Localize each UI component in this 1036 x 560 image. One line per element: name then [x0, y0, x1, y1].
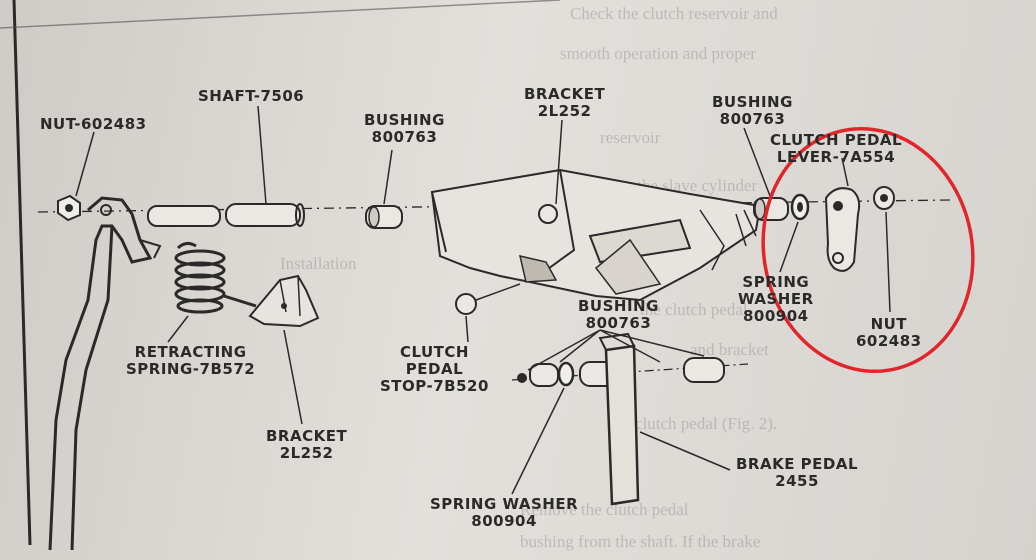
nut-right-part [873, 186, 895, 210]
bracket-main-part [430, 168, 762, 302]
leader-lines [75, 105, 891, 495]
retracting-spring-part [174, 241, 257, 314]
background-text-line: and bracket [690, 340, 769, 359]
bushing-right-part [753, 197, 789, 221]
clutch-pedal-stop-part [455, 283, 521, 315]
nut-left-part [57, 194, 81, 222]
clutch-pedal-lever-part [824, 187, 861, 272]
figure-frame-top [0, 0, 561, 29]
background-text-line: smooth operation and proper [560, 44, 756, 63]
background-text-line: the clutch pedal (Fig. 2). [610, 414, 778, 433]
clutch-pedal-arm [48, 196, 162, 551]
shaft-part [147, 203, 305, 227]
label-shaft: SHAFT-7506 [198, 87, 305, 105]
figure-frame [12, 0, 32, 546]
background-text-line: the clutch pedal [640, 300, 748, 319]
background-text-line: bushing from the shaft. If the brake [520, 532, 761, 551]
highlight-circle [761, 126, 975, 374]
background-text-line: Check the clutch reservoir and [570, 4, 778, 23]
background-text-line: reservoir [600, 128, 661, 147]
spring-washer-right-part [790, 193, 810, 221]
background-text-line: Installation [280, 254, 357, 273]
brake-pedal-part [598, 332, 640, 506]
background-text-line: Remove the clutch pedal [520, 500, 689, 519]
bushing-top-part [365, 205, 403, 229]
label-nut-left: NUT-602483 [40, 115, 147, 133]
bracket-bottom-part [248, 274, 320, 328]
